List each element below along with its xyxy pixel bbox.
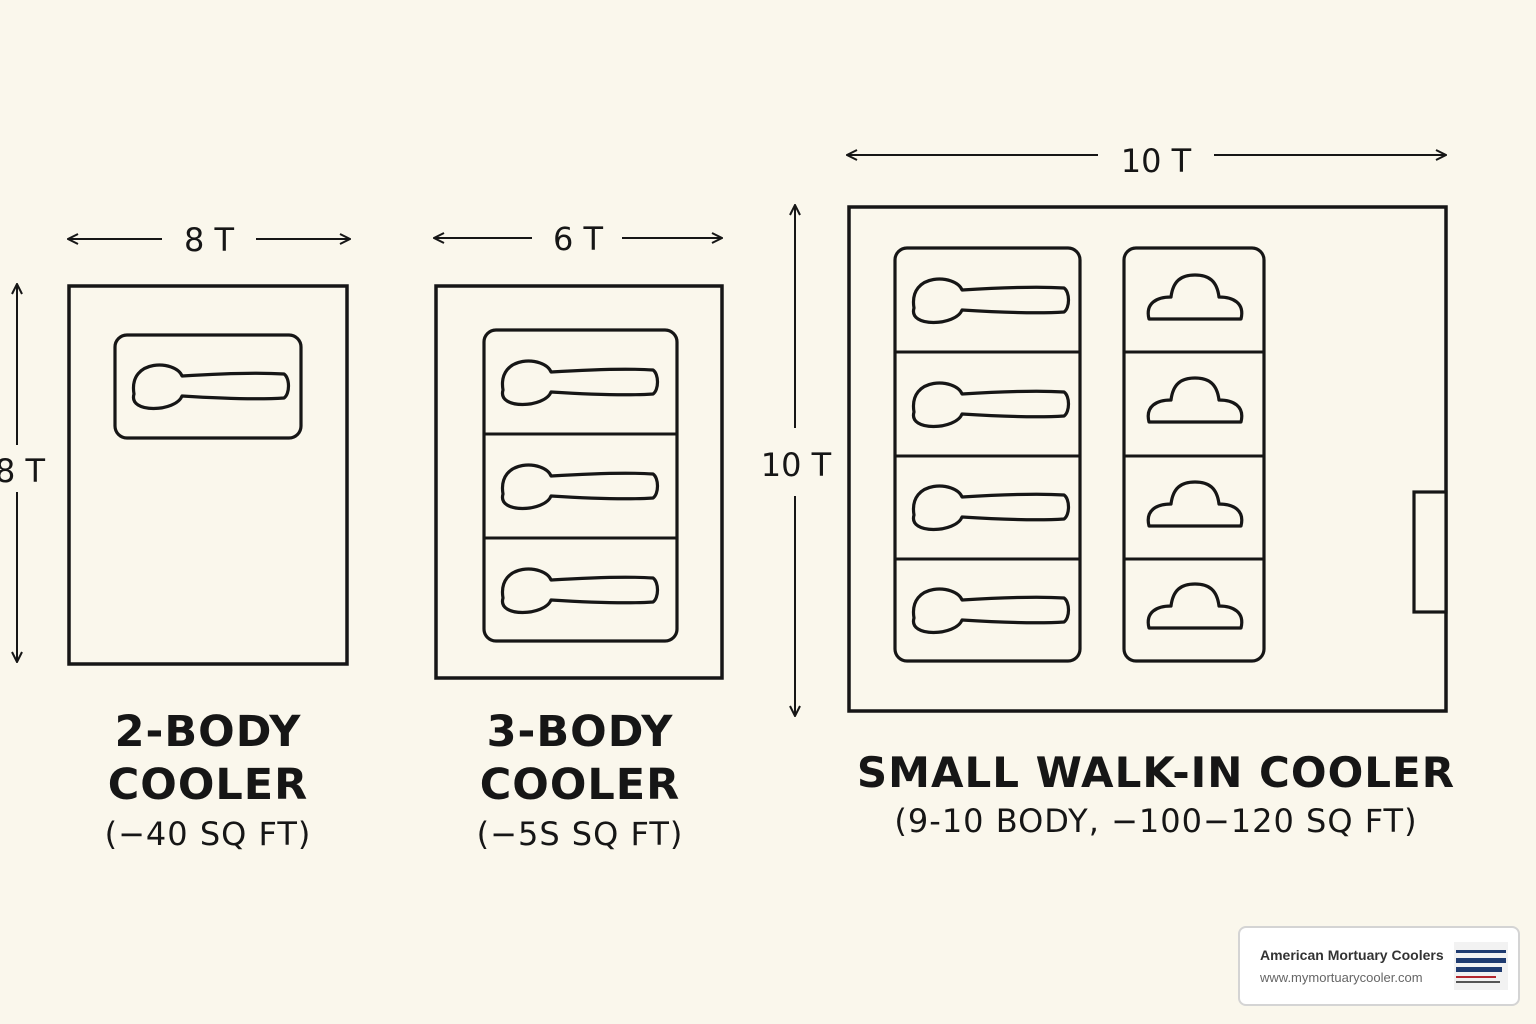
cooler-2-body: 8 T 8 T [0, 221, 350, 666]
company-logo-icon [1454, 942, 1508, 990]
cooler-small-walk-in: 10 T 10 T [761, 142, 1448, 716]
body-tray [113, 333, 303, 440]
body-icon [500, 463, 660, 511]
watermark-url[interactable]: www.mymortuarycooler.com [1260, 970, 1423, 985]
cooler-3-body-caption: 3-BODY COOLER (−5S SQ FT) [430, 706, 730, 856]
cooler-outline [434, 284, 724, 680]
body-icon [500, 359, 660, 407]
cooler-name-line1: 2-BODY [114, 707, 302, 757]
body-side-icon [1146, 582, 1244, 630]
body-side-icon [1146, 273, 1244, 321]
body-side-icon [1146, 480, 1244, 528]
door [1412, 490, 1448, 614]
width-dimension-label: 8 T [184, 221, 235, 259]
cooler-walk-in-caption: SMALL WALK-IN COOLER (9-10 BODY, −100−12… [846, 746, 1466, 843]
height-dimension-label: 10 T [761, 446, 832, 484]
body-icon [911, 277, 1071, 325]
cooler-size: (−40 SQ FT) [104, 815, 312, 853]
body-icon [911, 381, 1071, 429]
watermark-badge[interactable]: American Mortuary Coolers www.mymortuary… [1238, 926, 1520, 1006]
body-icon [131, 363, 291, 411]
body-side-icon [1146, 376, 1244, 424]
cooler-name-line2: COOLER [479, 760, 681, 810]
cooler-2-body-caption: 2-BODY COOLER (−40 SQ FT) [58, 706, 358, 856]
cooler-outline [847, 205, 1448, 713]
width-dimension-label: 6 T [553, 220, 604, 258]
cooler-name: SMALL WALK-IN COOLER [856, 748, 1456, 797]
body-rack [482, 328, 679, 643]
cooler-name-line1: 3-BODY [486, 707, 674, 757]
cooler-name-line2: COOLER [107, 760, 309, 810]
cooler-3-body: 6 T [434, 220, 724, 680]
cooler-size: (−5S SQ FT) [476, 815, 684, 853]
body-icon [911, 587, 1071, 635]
body-icon [500, 567, 660, 615]
width-dimension-label: 10 T [1121, 142, 1192, 180]
height-dimension-label: 8 T [0, 452, 45, 490]
cooler-size: (9-10 BODY, −100−120 SQ FT) [894, 802, 1418, 840]
body-icon [911, 484, 1071, 532]
cooler-outline [67, 284, 349, 666]
watermark-company-name: American Mortuary Coolers [1260, 947, 1444, 963]
